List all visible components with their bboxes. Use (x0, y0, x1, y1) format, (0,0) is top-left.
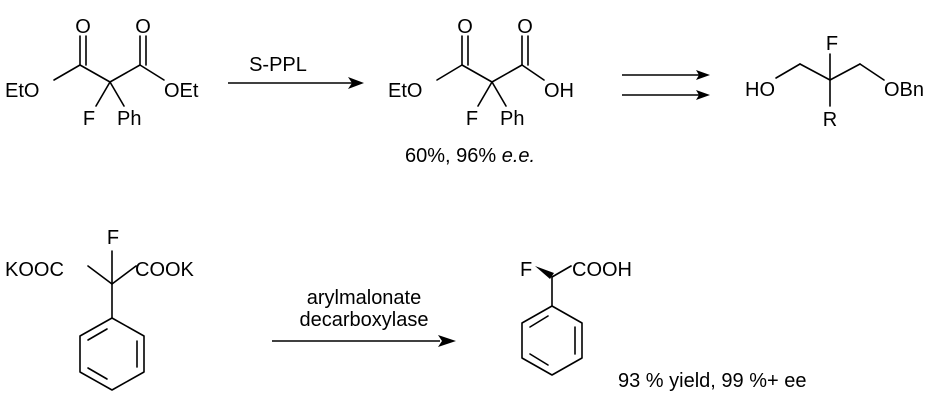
multistep-arrow-1-head (696, 70, 710, 80)
r2s-benzene-ring (79, 317, 145, 391)
bond-ca-c2 (109, 64, 141, 83)
bond-ca-ph (109, 81, 125, 107)
r1p-yield-caption: 60%, 96% e.e. (405, 145, 535, 167)
r1p-yield-ee: e.e. (502, 145, 535, 167)
r1p-fluorine: F (466, 108, 478, 130)
r1p-phenyl: Ph (500, 108, 524, 130)
bond-ch-cooh (551, 265, 572, 278)
r1p-ester: EtO (388, 80, 422, 102)
r1f-hydroxyl: HO (745, 79, 775, 101)
bond-c2-oh (521, 64, 545, 81)
r1s-ester-right: OEt (164, 80, 199, 102)
r1-product: O O EtO OH F Ph 60%, 96% e.e. (388, 16, 574, 167)
r2s-fluorine: F (107, 227, 119, 249)
r2p-benzene-ring (521, 305, 583, 376)
r2s-left-salt: KOOC (5, 259, 64, 281)
r1p-carbonyl-o-right: O (517, 16, 533, 38)
bond-eto-c1 (436, 64, 463, 81)
r2p-ring-outline (521, 305, 583, 376)
r2-product: F COOH 93 % yield, 99 %+ ee (520, 259, 806, 392)
r2p-ring-double-3 (529, 353, 549, 366)
r1f-r-group: R (823, 109, 837, 131)
bond-c2-oet (139, 64, 165, 81)
r2-enzyme-line1: arylmalonate (307, 287, 422, 309)
r1s-phenyl: Ph (117, 108, 141, 130)
r1-arrow-head (348, 77, 364, 89)
r1p-yield-plain: 60%, 96% (405, 145, 502, 167)
bond-ca-c2 (491, 64, 523, 83)
r2-substrate: KOOC COOK F (5, 227, 195, 391)
r2p-wedge-bond (535, 266, 554, 279)
bond-ca-ph (491, 81, 507, 107)
r1f-benzyl-ether: OBn (884, 79, 924, 101)
r1s-ester-left: EtO (5, 80, 39, 102)
r2p-yield-caption: 93 % yield, 99 %+ ee (618, 370, 806, 392)
bond-ca-f (477, 81, 493, 107)
bond-c1-ca (79, 64, 111, 83)
r2-arrow-head (438, 335, 456, 347)
r1-substrate: O O EtO OEt F Ph (5, 16, 199, 130)
multistep-arrow-2-head (696, 90, 710, 100)
r1-arrow-sppl: S-PPL (228, 54, 364, 89)
bond-ca-f (95, 81, 111, 107)
r1f-fluorine: F (826, 33, 838, 55)
r2p-acid: COOH (572, 259, 632, 281)
bond-c1-ca (461, 64, 493, 83)
r1s-fluorine: F (83, 108, 95, 130)
r2s-right-salt: COOK (135, 259, 195, 281)
r1s-carbonyl-o-right: O (135, 16, 151, 38)
r2s-ring-double-3 (87, 367, 108, 380)
r2-enzyme-line2: decarboxylase (300, 309, 429, 331)
r1-reagent-label: S-PPL (249, 54, 307, 76)
r1-multistep-arrows (622, 70, 710, 100)
r2s-ring-double-2 (87, 328, 108, 341)
r2-arrow-enzyme: arylmalonate decarboxylase (272, 287, 456, 347)
r1s-carbonyl-o-left: O (75, 16, 91, 38)
r1-final: HO F OBn R (745, 33, 924, 131)
bond-cq-ch2 (829, 63, 861, 81)
bond-eto-c1 (53, 64, 81, 81)
bond-o-ch2 (775, 63, 801, 79)
r2p-ring-double-2 (529, 315, 549, 328)
r1p-acid: OH (544, 80, 574, 102)
r1p-carbonyl-o-left: O (457, 16, 473, 38)
r2s-ring-outline (79, 317, 145, 391)
r2p-fluorine: F (520, 259, 532, 281)
bond-cq-cook (111, 265, 137, 285)
bond-ch2-cq (799, 63, 831, 81)
bond-ch2-obn (859, 63, 885, 81)
bond-kooc-cq (87, 265, 113, 285)
